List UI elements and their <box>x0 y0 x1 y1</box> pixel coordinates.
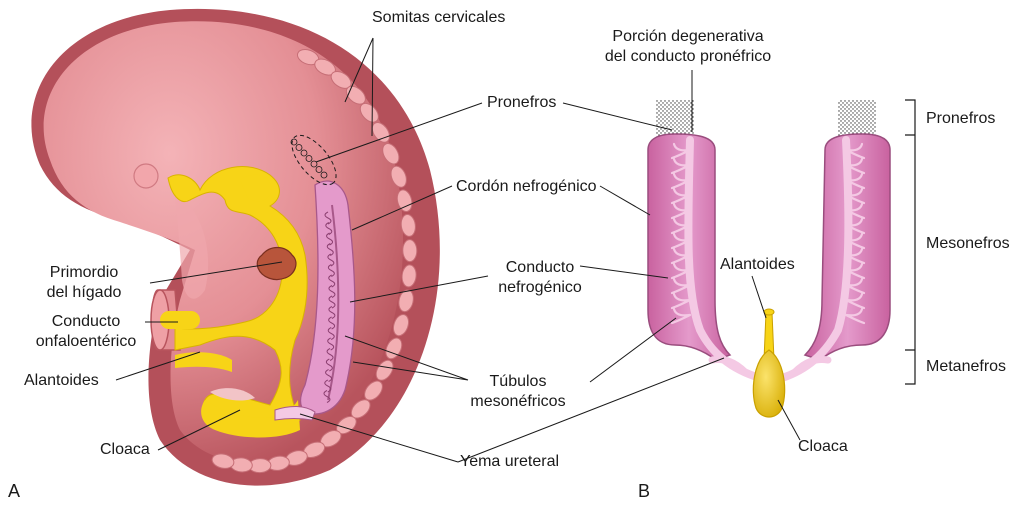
pronephros-remnant-right <box>838 100 876 138</box>
panel-letter-a: A <box>8 482 20 501</box>
leader-tubulos-b <box>590 318 676 382</box>
label-region-pronefros: Pronefros <box>926 109 995 128</box>
leader-pronefros-b <box>563 103 672 130</box>
yolk-duct <box>160 311 200 329</box>
label-region-metanefros: Metanefros <box>926 357 1006 376</box>
optic-placode <box>134 164 158 188</box>
label-tubulos-2: mesonéfricos <box>458 392 578 411</box>
label-cordon-nefrogenico: Cordón nefrogénico <box>456 177 597 196</box>
label-cloaca-a: Cloaca <box>100 440 150 459</box>
region-bracket <box>905 100 915 384</box>
label-alantoides-a: Alantoides <box>24 371 99 390</box>
leader-cloaca-b <box>778 400 800 440</box>
leader-cordon-b <box>600 186 650 215</box>
label-somitas-cervicales: Somitas cervicales <box>372 8 505 27</box>
label-pronefros: Pronefros <box>487 93 556 112</box>
cloaca <box>753 350 784 417</box>
label-onfalo-2: onfaloentérico <box>26 332 146 351</box>
label-conducto-nefrogenico-1: Conducto <box>490 258 590 277</box>
label-onfalo-1: Conducto <box>26 312 146 331</box>
somite <box>403 239 417 261</box>
leader-alantoides-b <box>752 276 766 318</box>
label-alantoides-b: Alantoides <box>720 255 795 274</box>
embryo-panel-a <box>31 9 439 486</box>
ureteric-bud <box>275 406 315 420</box>
label-porcion-1: Porción degenerativa <box>578 27 798 46</box>
label-tubulos-1: Túbulos <box>458 372 578 391</box>
label-yema-ureteral: Yema ureteral <box>460 452 559 471</box>
allantois-tip <box>764 309 774 315</box>
label-primordio-1: Primordio <box>34 263 134 282</box>
panel-letter-b: B <box>638 482 650 501</box>
label-primordio-2: del hígado <box>34 283 134 302</box>
label-conducto-nefrogenico-2: nefrogénico <box>490 278 590 297</box>
label-porcion-2: del conducto pronéfrico <box>578 47 798 66</box>
pronephros-remnant-left <box>656 100 694 138</box>
label-cloaca-b: Cloaca <box>798 437 848 456</box>
label-region-mesonefros: Mesonefros <box>926 234 1010 253</box>
